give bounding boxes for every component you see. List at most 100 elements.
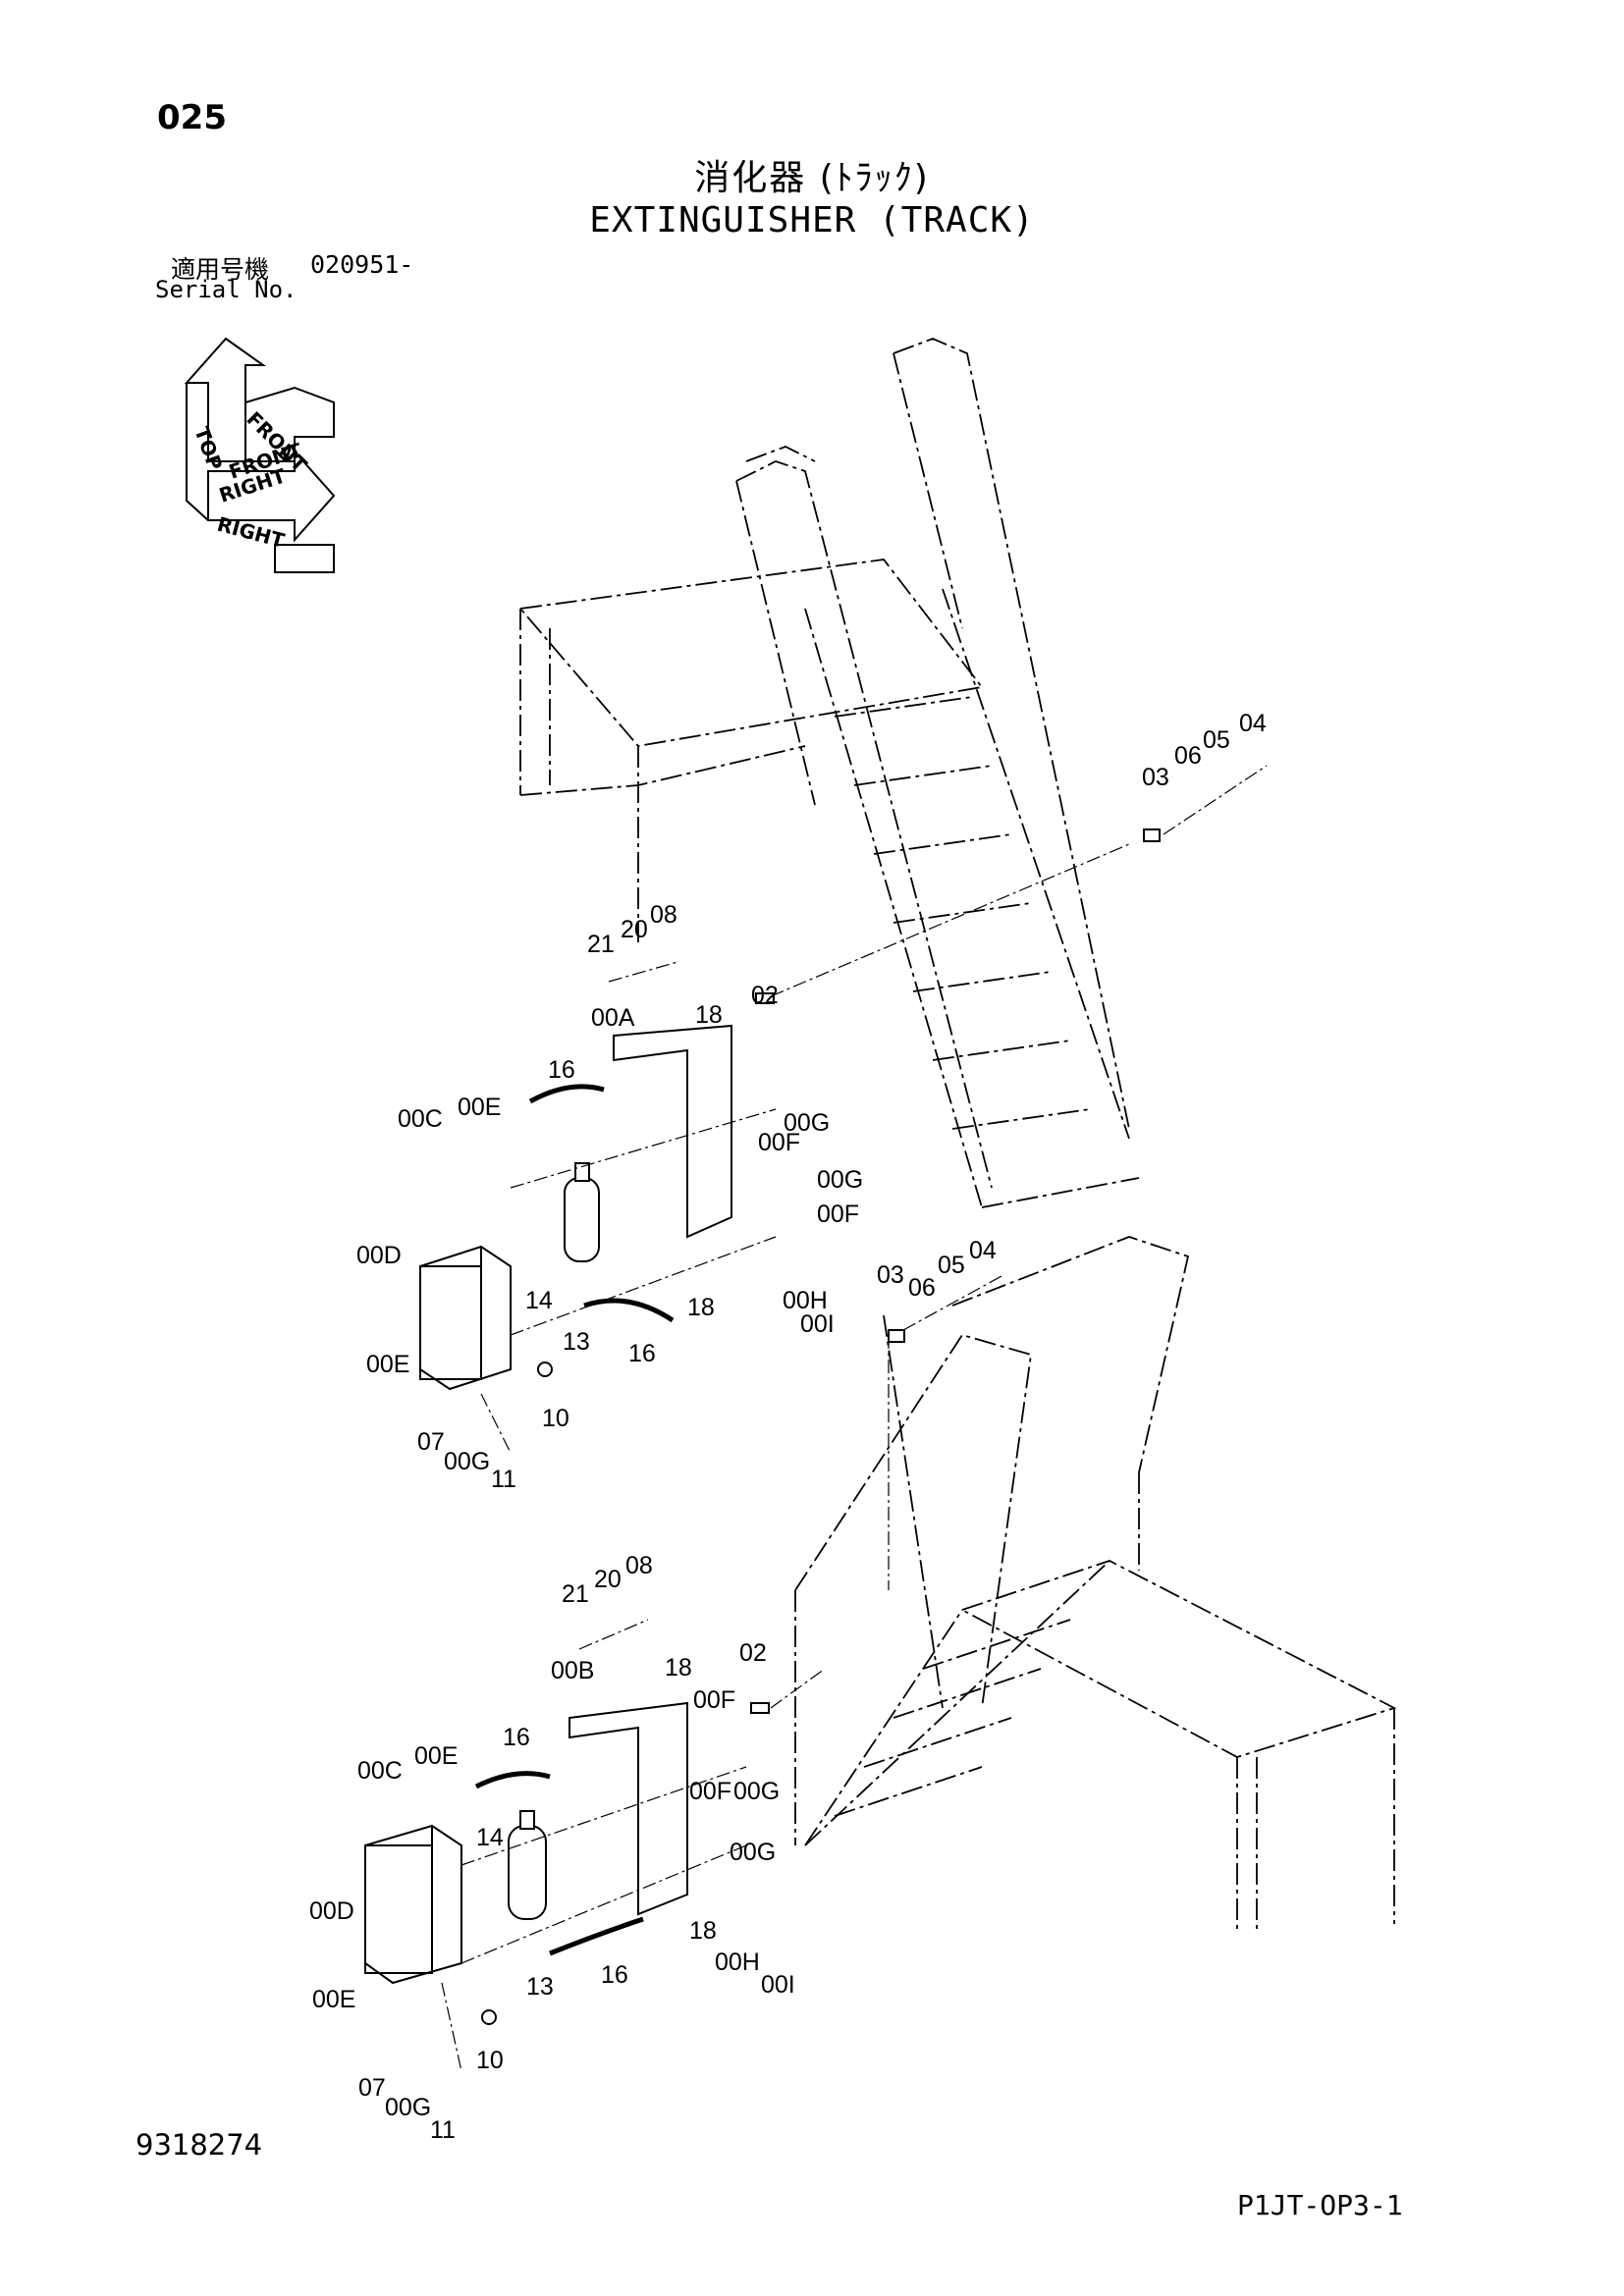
lower-bolt-10 <box>481 2009 497 2025</box>
callout-upper-00g-mid: 00G <box>817 1166 863 1194</box>
callout-lower-08: 08 <box>625 1552 653 1579</box>
upper-step-4 <box>893 902 1032 924</box>
title-english: EXTINGUISHER (TRACK) <box>589 200 1035 240</box>
upper-axis-line-long <box>770 843 1130 997</box>
upper-extinguisher-cylinder <box>564 1177 600 1262</box>
callout-upper-00f-mid: 00F <box>817 1201 859 1228</box>
lower-strap-top <box>474 1771 551 1789</box>
orientation-right-arrow-shape <box>207 449 336 543</box>
lower-axis-line-clamp <box>770 1668 826 1709</box>
lower-leader-lines <box>441 1275 1002 2072</box>
lower-handrail-back <box>951 1236 1190 1473</box>
upper-cover-box-top <box>419 1245 512 1391</box>
callout-lower-07: 07 <box>358 2074 386 2102</box>
callout-lower-00e-top: 00E <box>414 1742 458 1770</box>
callout-upper-00g-top: 00G <box>784 1109 830 1137</box>
callout-upper-00i: 00I <box>800 1310 835 1338</box>
upper-step-7 <box>951 1108 1091 1130</box>
upper-cover-box-front <box>419 1265 482 1380</box>
lower-axis-line-bolts <box>578 1619 649 1650</box>
upper-leader-lines <box>480 765 1268 1454</box>
lower-bracket-plate <box>568 1701 688 1916</box>
serial-label-english: Serial No. <box>155 276 298 303</box>
callout-upper-00e-top: 00E <box>458 1094 501 1121</box>
lower-axis-line-upper <box>460 1766 747 1866</box>
lower-axis-line-mid <box>460 1844 747 1964</box>
callout-lower-00b: 00B <box>551 1657 594 1684</box>
callout-upper-18-bottom: 18 <box>687 1294 715 1321</box>
upper-extinguisher-valve <box>574 1162 590 1182</box>
callout-lower-00h: 00H <box>715 1949 760 1976</box>
callout-lower-20: 20 <box>594 1566 622 1593</box>
lower-step-4 <box>922 1619 1071 1670</box>
callout-lower-02: 02 <box>739 1639 767 1667</box>
title-japanese: 消化器 (ﾄﾗｯｸ) <box>694 158 930 198</box>
upper-step-bottom <box>981 1177 1140 1208</box>
upper-handrail-left-post <box>735 480 816 806</box>
callout-upper-00c: 00C <box>398 1105 443 1133</box>
upper-handrail-right <box>893 338 1130 1130</box>
lower-stringer-top <box>804 1560 1110 1846</box>
lower-extinguisher-cylinder <box>508 1825 547 1920</box>
lower-handrail-front <box>794 1333 1032 1709</box>
callout-upper-04: 04 <box>1239 710 1267 737</box>
upper-platform-bottom <box>519 745 806 796</box>
lower-step-2 <box>863 1717 1012 1768</box>
callout-lower-03: 03 <box>877 1261 904 1289</box>
callout-upper-11: 11 <box>491 1466 516 1493</box>
callout-lower-18-bottom: 18 <box>689 1917 717 1945</box>
callout-lower-00f-top: 00F <box>693 1686 735 1714</box>
callout-lower-11: 11 <box>430 2116 456 2144</box>
lower-step-1 <box>834 1766 983 1817</box>
lower-extinguisher-assembly <box>364 1329 905 2025</box>
drawing-number: 9318274 <box>135 2128 263 2162</box>
upper-extinguisher-assembly <box>419 828 1161 1391</box>
upper-step-1 <box>834 696 973 718</box>
upper-axis-line-mid <box>510 1236 777 1336</box>
callout-upper-13: 13 <box>563 1328 590 1356</box>
callout-upper-14: 14 <box>525 1287 553 1314</box>
upper-axis-line-bottom <box>480 1393 512 1454</box>
callout-lower-00e-bottom: 00E <box>312 1986 355 2013</box>
callout-lower-13: 13 <box>526 1973 554 2001</box>
lower-axis-line-bottom <box>441 1982 462 2072</box>
callout-upper-07: 07 <box>417 1428 445 1456</box>
callout-lower-18-top: 18 <box>665 1654 692 1682</box>
callout-upper-10: 10 <box>542 1405 569 1432</box>
callout-upper-00a: 00A <box>591 1004 635 1032</box>
callout-lower-21: 21 <box>562 1580 589 1608</box>
upper-step-3 <box>873 833 1012 855</box>
lower-step-ladder <box>794 1236 1397 1934</box>
upper-strap-top <box>528 1084 605 1104</box>
callout-upper-20: 20 <box>621 916 648 943</box>
lower-axis-line-right <box>902 1275 1002 1331</box>
lower-cover-box-top <box>364 1824 462 1985</box>
orientation-base-box <box>274 544 335 573</box>
upper-bracket-plate <box>613 1024 732 1239</box>
lower-platform-top <box>959 1560 1397 1758</box>
callout-lower-00g-mid: 00G <box>733 1778 780 1805</box>
callout-lower-00f-mid: 00F <box>689 1778 731 1805</box>
callout-upper-08: 08 <box>650 901 677 929</box>
lower-clamp-02 <box>750 1702 770 1714</box>
orientation-side-edge <box>186 383 209 521</box>
upper-handrail-right-post <box>893 352 963 629</box>
upper-handrail-left <box>735 460 993 1189</box>
serial-label-japanese: 適用号機 <box>171 255 270 284</box>
callout-upper-00e-bottom: 00E <box>366 1351 409 1378</box>
page-number: 025 <box>157 98 227 137</box>
upper-step-2 <box>853 765 993 786</box>
upper-callout-labels: 04 05 06 03 21 20 08 00A 18 02 16 00C 00… <box>356 710 1267 1493</box>
upper-step-ladder <box>518 338 1140 1208</box>
orientation-indicator <box>184 337 336 573</box>
callout-lower-00c: 00C <box>357 1757 403 1785</box>
callout-lower-14: 14 <box>476 1824 504 1851</box>
callout-lower-05: 05 <box>938 1252 965 1279</box>
upper-step-5 <box>912 971 1052 992</box>
upper-clamp-02 <box>755 992 775 1004</box>
orientation-front-arrow-shape <box>244 386 335 462</box>
lower-clamp-03 <box>888 1329 905 1343</box>
lower-cover-box-front <box>364 1844 433 1974</box>
